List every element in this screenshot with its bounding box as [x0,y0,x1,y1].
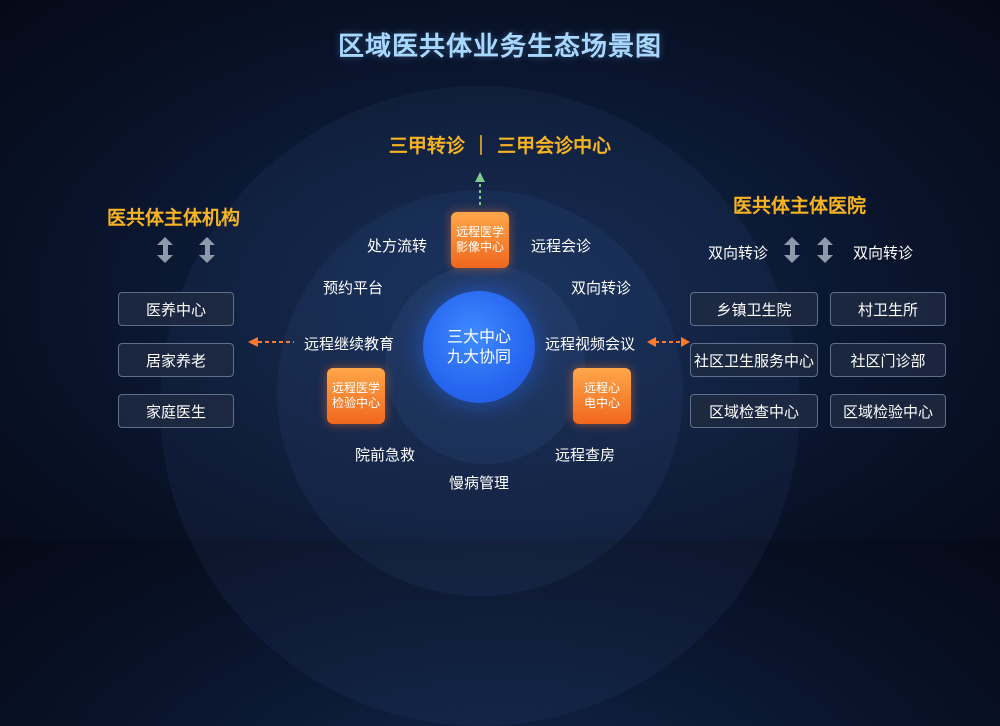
right-arrow-head-left [647,337,656,347]
right-card-community-health-center: 社区卫生服务中心 [690,343,818,377]
lab-center-box: 远程医学 检验中心 [327,368,385,424]
label-chronic-management: 慢病管理 [449,474,510,492]
right-card-township-hospital: 乡镇卫生院 [690,292,818,326]
center-hub: 三大中心 九大协同 [423,291,535,403]
ecg-center-line-1: 远程心 [583,381,620,395]
left-card-elderly-care-center: 医养中心 [118,292,234,326]
label-continuing-education: 远程继续教育 [304,335,395,353]
hub-line-1: 三大中心 [446,327,511,346]
left-arrow-head [248,337,258,347]
label-video-conference: 远程视频会议 [545,335,636,353]
lab-center-line-2: 检验中心 [331,396,380,410]
swap-arrow-icon [783,236,801,264]
label-remote-consult: 远程会诊 [531,237,592,255]
page-title: 区域医共体业务生态场景图 [337,32,662,62]
right-card-community-outpatient: 社区门诊部 [830,343,946,377]
ecg-center-box: 远程心 电中心 [573,368,631,424]
top-heading: 三甲转诊 ｜ 三甲会诊中心 [388,135,612,157]
imaging-center-box: 远程医学 影像中心 [451,212,509,268]
label-two-way-referral: 双向转诊 [571,279,632,297]
right-card-village-clinic: 村卫生所 [830,292,946,326]
right-card-regional-lab-center: 区域检验中心 [830,394,946,428]
swap-arrow-icon [816,236,834,264]
swap-arrow-icon [198,236,216,264]
imaging-center-line-1: 远程医学 [455,225,504,239]
label-prescription: 处方流转 [367,237,428,255]
connector-layer [248,172,690,347]
imaging-center-line-2: 影像中心 [455,240,504,254]
left-card-family-doctor: 家庭医生 [118,394,234,428]
hub-line-2: 九大协同 [446,347,511,366]
ecg-center-line-2: 电中心 [583,396,620,410]
lab-center-line-1: 远程医学 [331,381,380,395]
left-panel-heading: 医共体主体机构 [107,207,241,229]
right-referral-left: 双向转诊 [708,244,769,262]
label-prehospital: 院前急救 [355,446,416,464]
right-panel-heading: 医共体主体医院 [733,195,867,217]
right-referral-right: 双向转诊 [853,244,914,262]
swap-arrow-icon [156,236,174,264]
label-remote-rounds: 远程查房 [555,446,616,464]
label-appointment: 预约平台 [323,279,384,297]
right-card-regional-exam-center: 区域检查中心 [690,394,818,428]
right-arrow-head-right [681,337,690,347]
left-card-home-elderly-care: 居家养老 [118,343,234,377]
top-arrow-head [475,172,485,182]
